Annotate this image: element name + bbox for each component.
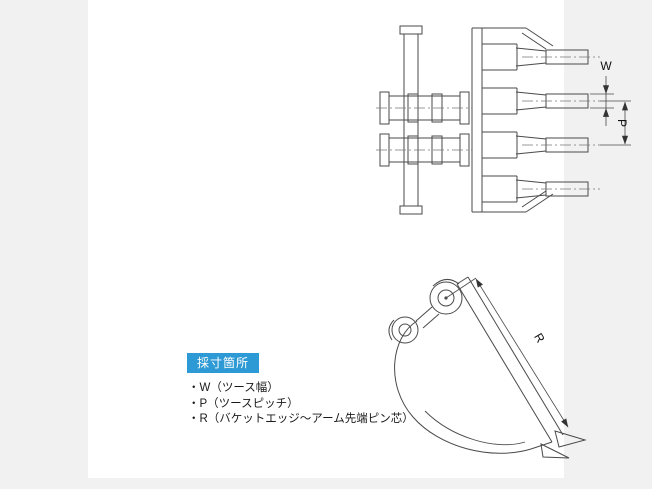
dimension-r: R	[445, 277, 569, 428]
bucket-side-view-drawing: R	[388, 276, 587, 459]
dimension-r-label: R	[531, 331, 548, 346]
side-view-bucket-shell	[394, 276, 587, 459]
legend-item-w: ・W（ツース幅）	[188, 382, 279, 394]
content-panel: W P	[88, 0, 631, 478]
bucket-top-view-drawing: W P	[376, 25, 631, 215]
measurement-label-badge: 採寸箇所	[187, 353, 260, 373]
measurement-label-text: 採寸箇所	[197, 356, 250, 370]
measurement-legend: ・W（ツース幅） ・P（ツースピッチ） ・R（バケットエッジ～アーム先端ピン芯）	[188, 381, 414, 428]
mount-bracket-top-view	[379, 25, 470, 215]
teeth-top-view	[515, 47, 589, 199]
centerlines-top-view	[376, 56, 600, 190]
dimension-p-label: P	[615, 119, 629, 127]
legend-item-r: ・R（バケットエッジ～アーム先端ピン芯）	[188, 413, 414, 425]
bucket-body-top-view	[471, 27, 554, 213]
dimension-w-label: W	[600, 59, 612, 73]
side-view-arm-mount	[388, 279, 463, 344]
dimension-w: W	[590, 59, 614, 126]
legend-item-p: ・P（ツースピッチ）	[188, 397, 299, 410]
dimension-p: P	[600, 100, 631, 146]
